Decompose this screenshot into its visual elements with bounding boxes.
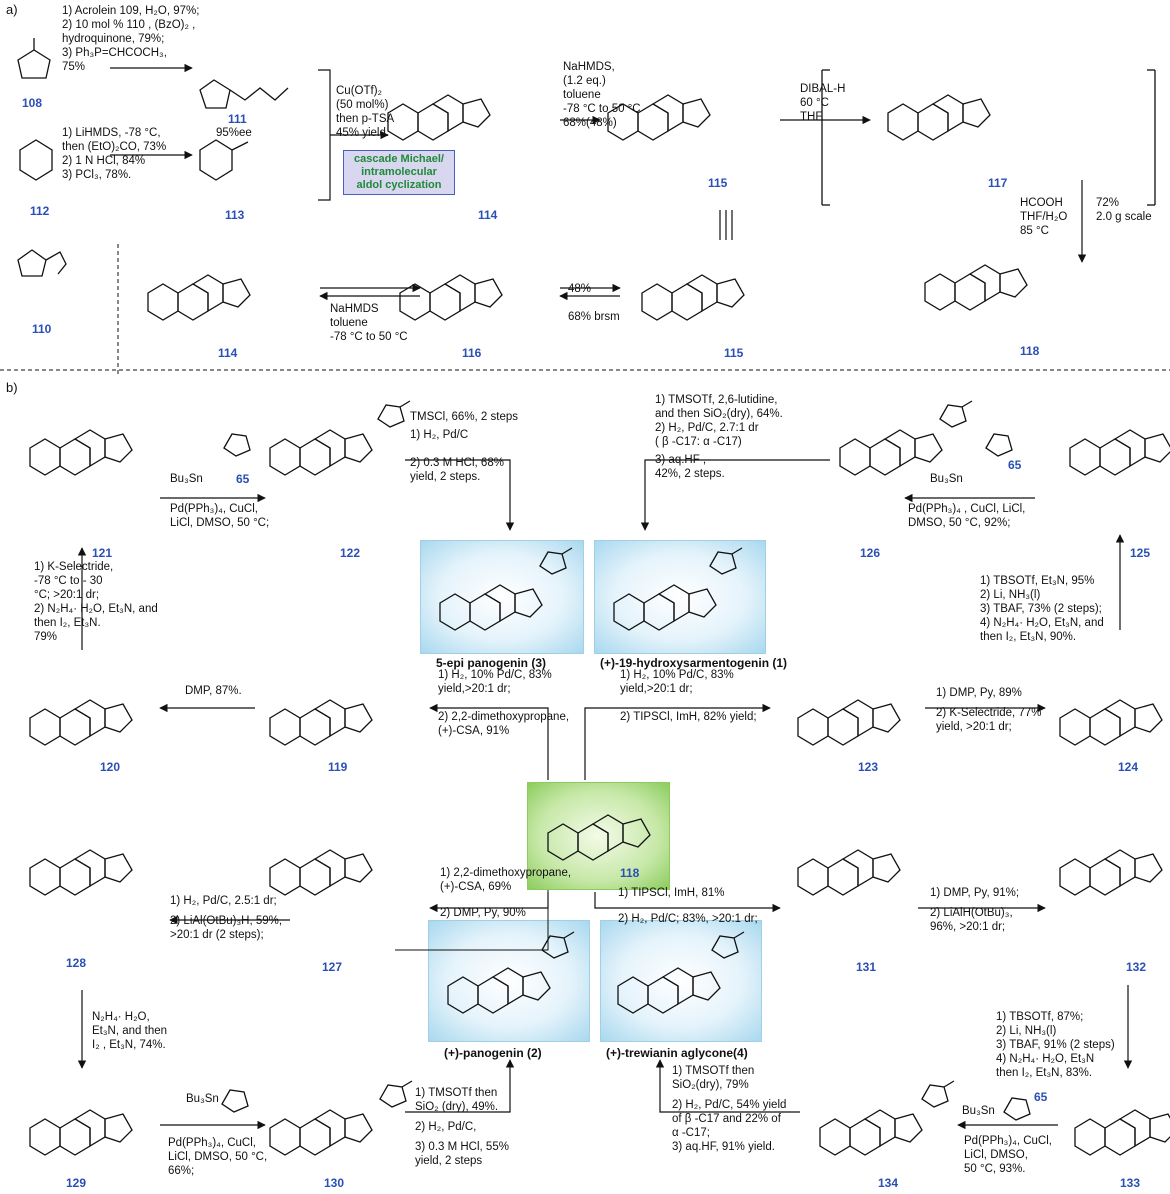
conditions-118-131: 1) TIPSCl, ImH, 81%2) H₂, Pd/C; 83%, >20…	[618, 887, 758, 925]
product-name-2: (+)-panogenin (2)	[444, 1046, 542, 1060]
label-134: 134	[878, 1176, 899, 1190]
label-118: 118	[1020, 344, 1040, 358]
product-name-1: (+)-19-hydroxysarmentogenin (1)	[600, 656, 788, 670]
conditions-119-120: DMP, 87%.	[185, 685, 242, 697]
product-1-box	[594, 540, 766, 654]
product-3-box	[420, 540, 584, 654]
label-133: 133	[1120, 1176, 1141, 1190]
conditions-126-1: 1) TMSOTf, 2,6-lutidine,and then SiO₂(dr…	[655, 394, 783, 480]
reagent-65-a: Bu₃Sn	[170, 473, 203, 485]
conditions-118-127: 1) 2,2-dimethoxypropane,(+)-CSA, 69%2) D…	[440, 867, 572, 919]
label-115: 115	[708, 176, 728, 190]
label-130: 130	[324, 1176, 345, 1190]
intermediate-118-box	[527, 782, 670, 890]
product-name-4: (+)-trewianin aglycone(4)	[606, 1046, 748, 1060]
conditions-129-130: Pd(PPh₃)₄, CuCl,LiCl, DMSO, 50 °C,66%;	[168, 1137, 268, 1177]
label-131: 131	[856, 960, 877, 974]
label-108: 108	[22, 96, 43, 110]
label-127: 127	[322, 960, 343, 974]
structure-108	[17, 38, 51, 79]
label-112: 112	[30, 204, 50, 218]
label-116: 116	[462, 346, 482, 360]
reagent-65-d-num: 65	[1034, 1090, 1048, 1104]
label-114b: 114	[218, 346, 238, 360]
reagent-65-d: Bu₃Sn	[962, 1105, 995, 1117]
reagent-65-b: Bu₃Sn	[930, 473, 963, 485]
conditions-118-119: 1) H₂, 10% Pd/C, 83%yield,>20:1 dr;2) 2,…	[438, 669, 570, 737]
label-120: 120	[100, 760, 121, 774]
label-114: 114	[478, 208, 498, 222]
section-b-label: b)	[6, 380, 18, 395]
conditions-127-128: 1) H₂, Pd/C, 2.5:1 dr;2) LiAl(OtBu)₃H, 5…	[170, 895, 283, 941]
reagent-65-a-num: 65	[236, 472, 250, 486]
section-a-label: a)	[6, 2, 18, 17]
label-129: 129	[66, 1176, 87, 1190]
product-name-3: 5-epi panogenin (3)	[436, 656, 547, 670]
label-111: 111	[228, 112, 247, 126]
conditions-121-122: Pd(PPh₃)₄, CuCl,LiCl, DMSO, 50 °C;	[170, 503, 270, 529]
conditions-112-113: 1) LiHMDS, -78 °C,then (EtO)₂CO, 73%2) 1…	[62, 127, 167, 181]
conditions-120-121: 1) K-Selectride,-78 °C to - 30°C; >20:1 …	[34, 561, 158, 643]
label-132: 132	[1126, 960, 1147, 974]
label-121: 121	[92, 546, 113, 560]
conditions-132-133: 1) TBSOTf, 87%;2) Li, NH₃(l)3) TBAF, 91%…	[996, 1011, 1115, 1079]
label-122: 122	[340, 546, 361, 560]
label-118-center: 118	[620, 866, 640, 880]
conditions-to-118-yield: 72%2.0 g scale	[1096, 197, 1152, 223]
label-128: 128	[66, 956, 87, 970]
label-119: 119	[328, 760, 348, 774]
reagent-65-b-num: 65	[1008, 458, 1022, 472]
conditions-124-125: 1) TBSOTf, Et₃N, 95%2) Li, NH₃(l)3) TBAF…	[980, 575, 1104, 643]
conditions-118-123: 1) H₂, 10% Pd/C, 83%yield,>20:1 dr;2) TI…	[620, 669, 757, 723]
label-126: 126	[860, 546, 881, 560]
conditions-123-124: 1) DMP, Py, 89%2) K-Selectride, 77%yield…	[936, 687, 1042, 733]
label-117: 117	[988, 176, 1008, 190]
conditions-133-134: Pd(PPh₃)₄, CuCl,LiCl, DMSO,50 °C, 93%.	[964, 1135, 1052, 1175]
label-110: 110	[32, 322, 52, 336]
label-113: 113	[225, 208, 245, 222]
reagent-65-c: Bu₃Sn	[186, 1093, 219, 1105]
label-123: 123	[858, 760, 879, 774]
label-125: 125	[1130, 546, 1151, 560]
product-2-box	[428, 920, 590, 1042]
label-115b: 115	[724, 346, 744, 360]
conditions-131-132: 1) DMP, Py, 91%;2) LiAlH(OtBu)₃,96%, >20…	[930, 887, 1020, 933]
conditions-108-111: 1) Acrolein 109, H₂O, 97%;2) 10 mol % 11…	[62, 5, 200, 73]
conditions-116-115: 48%68% brsm	[568, 283, 620, 323]
ee-111: 95%ee	[216, 127, 252, 139]
label-124: 124	[1118, 760, 1139, 774]
conditions-125-126: Pd(PPh₃)₄ , CuCl, LiCl,DMSO, 50 °C, 92%;	[908, 503, 1026, 529]
